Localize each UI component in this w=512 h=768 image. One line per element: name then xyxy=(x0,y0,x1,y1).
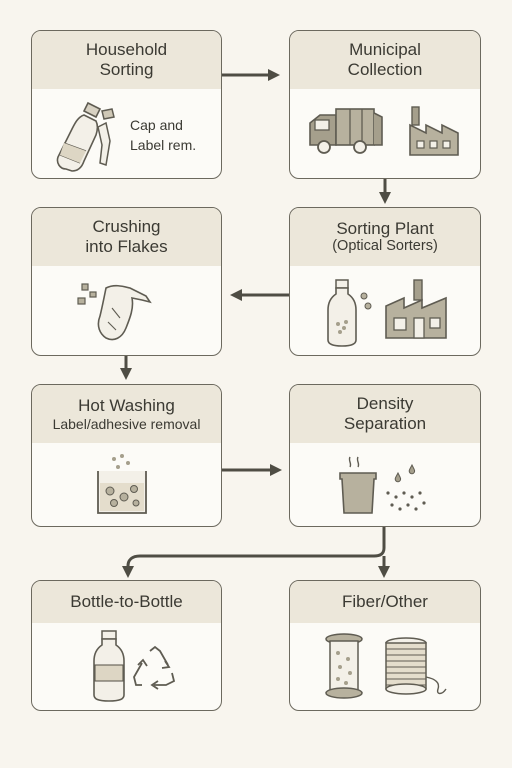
note-line: Cap and xyxy=(130,117,183,133)
garbage-truck-icon xyxy=(309,108,383,154)
step-header: Fiber/Other xyxy=(290,581,480,623)
arrow-household-to-municipal xyxy=(222,69,280,81)
step-header: Hot Washing Label/adhesive removal xyxy=(32,385,221,443)
step-municipal-collection: Municipal Collection xyxy=(289,30,481,179)
plastic-flakes-icon xyxy=(77,283,152,341)
step-note: Cap and Label rem. xyxy=(130,115,196,156)
step-header: Household Sorting xyxy=(32,31,221,89)
step-title: Separation xyxy=(343,414,427,433)
step-subtitle: Label/adhesive removal xyxy=(52,415,201,432)
arrow-sorting-to-crushing xyxy=(230,289,289,301)
step-household-sorting: Household Sorting Cap and Label rem. xyxy=(31,30,222,179)
factory-icon xyxy=(409,106,459,156)
step-title: into Flakes xyxy=(85,237,168,256)
step-header: Sorting Plant (Optical Sorters) xyxy=(290,208,480,266)
arrow-density-to-outputs xyxy=(122,527,390,578)
step-crushing-into-flakes: Crushing into Flakes xyxy=(31,207,222,356)
arrow-crushing-to-washing xyxy=(120,356,132,380)
step-header: Municipal Collection xyxy=(290,31,480,89)
step-title: Municipal xyxy=(349,40,421,60)
factory-icon xyxy=(385,279,447,339)
step-title: (Optical Sorters) xyxy=(332,238,438,255)
step-title: Crushing xyxy=(92,217,161,237)
step-header: Crushing into Flakes xyxy=(32,208,221,266)
thread-spool-icon xyxy=(385,637,447,695)
plastic-bottle-icon xyxy=(56,101,102,172)
step-hot-washing: Hot Washing Label/adhesive removal xyxy=(31,384,222,527)
step-header: Density Separation xyxy=(290,385,480,443)
step-title: Household xyxy=(85,40,168,60)
density-tank-icon xyxy=(339,456,426,514)
step-title: Sorting xyxy=(99,60,154,79)
step-sorting-plant: Sorting Plant (Optical Sorters) xyxy=(289,207,481,356)
step-title: Bottle-to-Bottle xyxy=(70,592,183,612)
bottle-cap-icon xyxy=(97,108,115,166)
step-header: Bottle-to-Bottle xyxy=(32,581,221,623)
recycle-icon xyxy=(133,645,176,690)
thread-spool-icon xyxy=(325,633,363,699)
step-title: Collection xyxy=(347,60,423,79)
plastic-bottle-icon xyxy=(93,630,125,702)
arrow-municipal-to-sorting xyxy=(379,179,391,204)
step-title: Sorting Plant xyxy=(336,218,434,238)
step-title: Density xyxy=(356,394,414,414)
plastic-bottle-icon xyxy=(327,279,372,347)
step-fiber-other: Fiber/Other xyxy=(289,580,481,711)
step-bottle-to-bottle: Bottle-to-Bottle xyxy=(31,580,222,711)
step-title: Fiber/Other xyxy=(342,592,428,612)
step-title: Hot Washing xyxy=(78,396,175,416)
step-density-separation: Density Separation xyxy=(289,384,481,527)
note-line: Label rem. xyxy=(130,137,197,154)
washing-tank-icon xyxy=(97,454,147,514)
arrow-washing-to-density xyxy=(222,464,282,476)
